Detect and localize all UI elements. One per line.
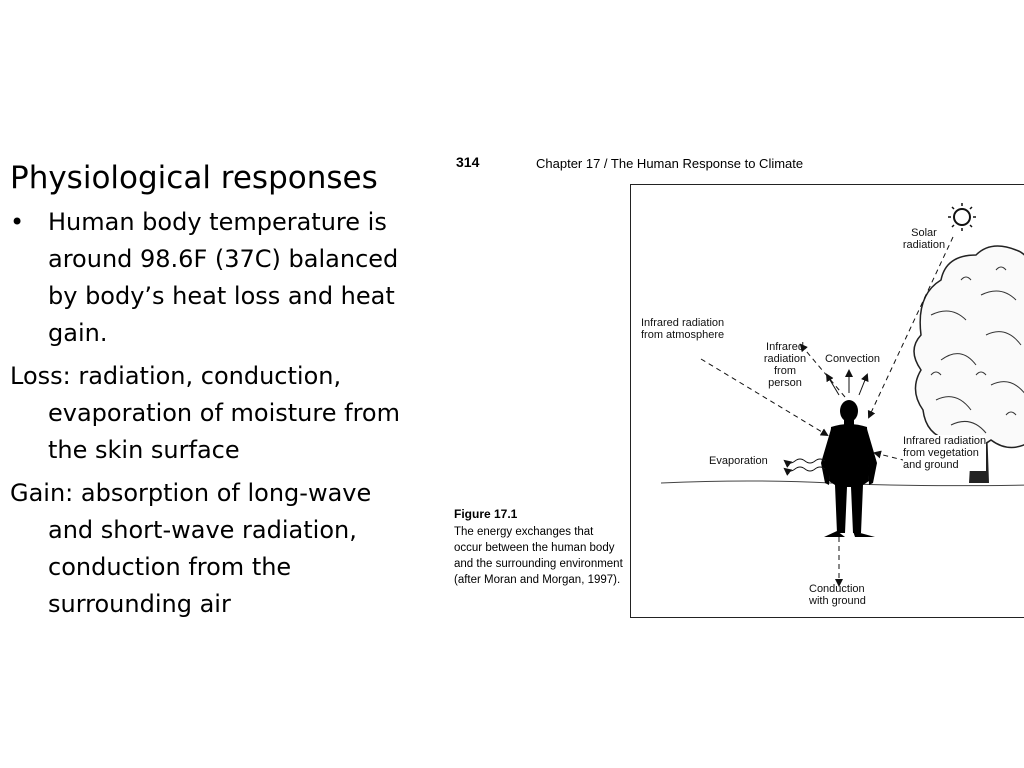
ir-person-arrow: [799, 343, 846, 398]
caption-body: The energy exchanges that occur between …: [454, 526, 623, 586]
sun-icon: [948, 203, 976, 231]
person-silhouette-icon: [821, 400, 877, 537]
bullet-marker: •: [10, 208, 25, 236]
label-convection: Convection: [825, 353, 881, 365]
loss-paragraph: Loss: radiation, conduction, evaporation…: [10, 362, 400, 464]
page-number: 314: [456, 154, 480, 170]
ground-line: [660, 480, 1024, 487]
gain-paragraph: Gain: absorption of long-wave and short-…: [10, 479, 372, 618]
slide-text: Physiological responses • Human body tem…: [10, 158, 420, 629]
bullet-item: • Human body temperature is around 98.6F…: [10, 204, 420, 352]
label-evaporation: Evaporation: [709, 455, 768, 467]
caption-title: Figure 17.1: [454, 507, 518, 521]
chapter-header: Chapter 17 / The Human Response to Clima…: [536, 156, 804, 171]
solar-arrow: [867, 236, 954, 419]
slide-heading: Physiological responses: [10, 160, 378, 196]
scanned-figure: 314 Chapter 17 / The Human Response to C…: [440, 148, 1024, 628]
bullet-text: Human body temperature is around 98.6F (…: [48, 208, 399, 347]
convection-arrows: [825, 369, 869, 396]
energy-exchange-diagram: [660, 203, 1024, 587]
ir-atmosphere-arrow: [700, 358, 829, 437]
evaporation-waves: [783, 458, 826, 476]
